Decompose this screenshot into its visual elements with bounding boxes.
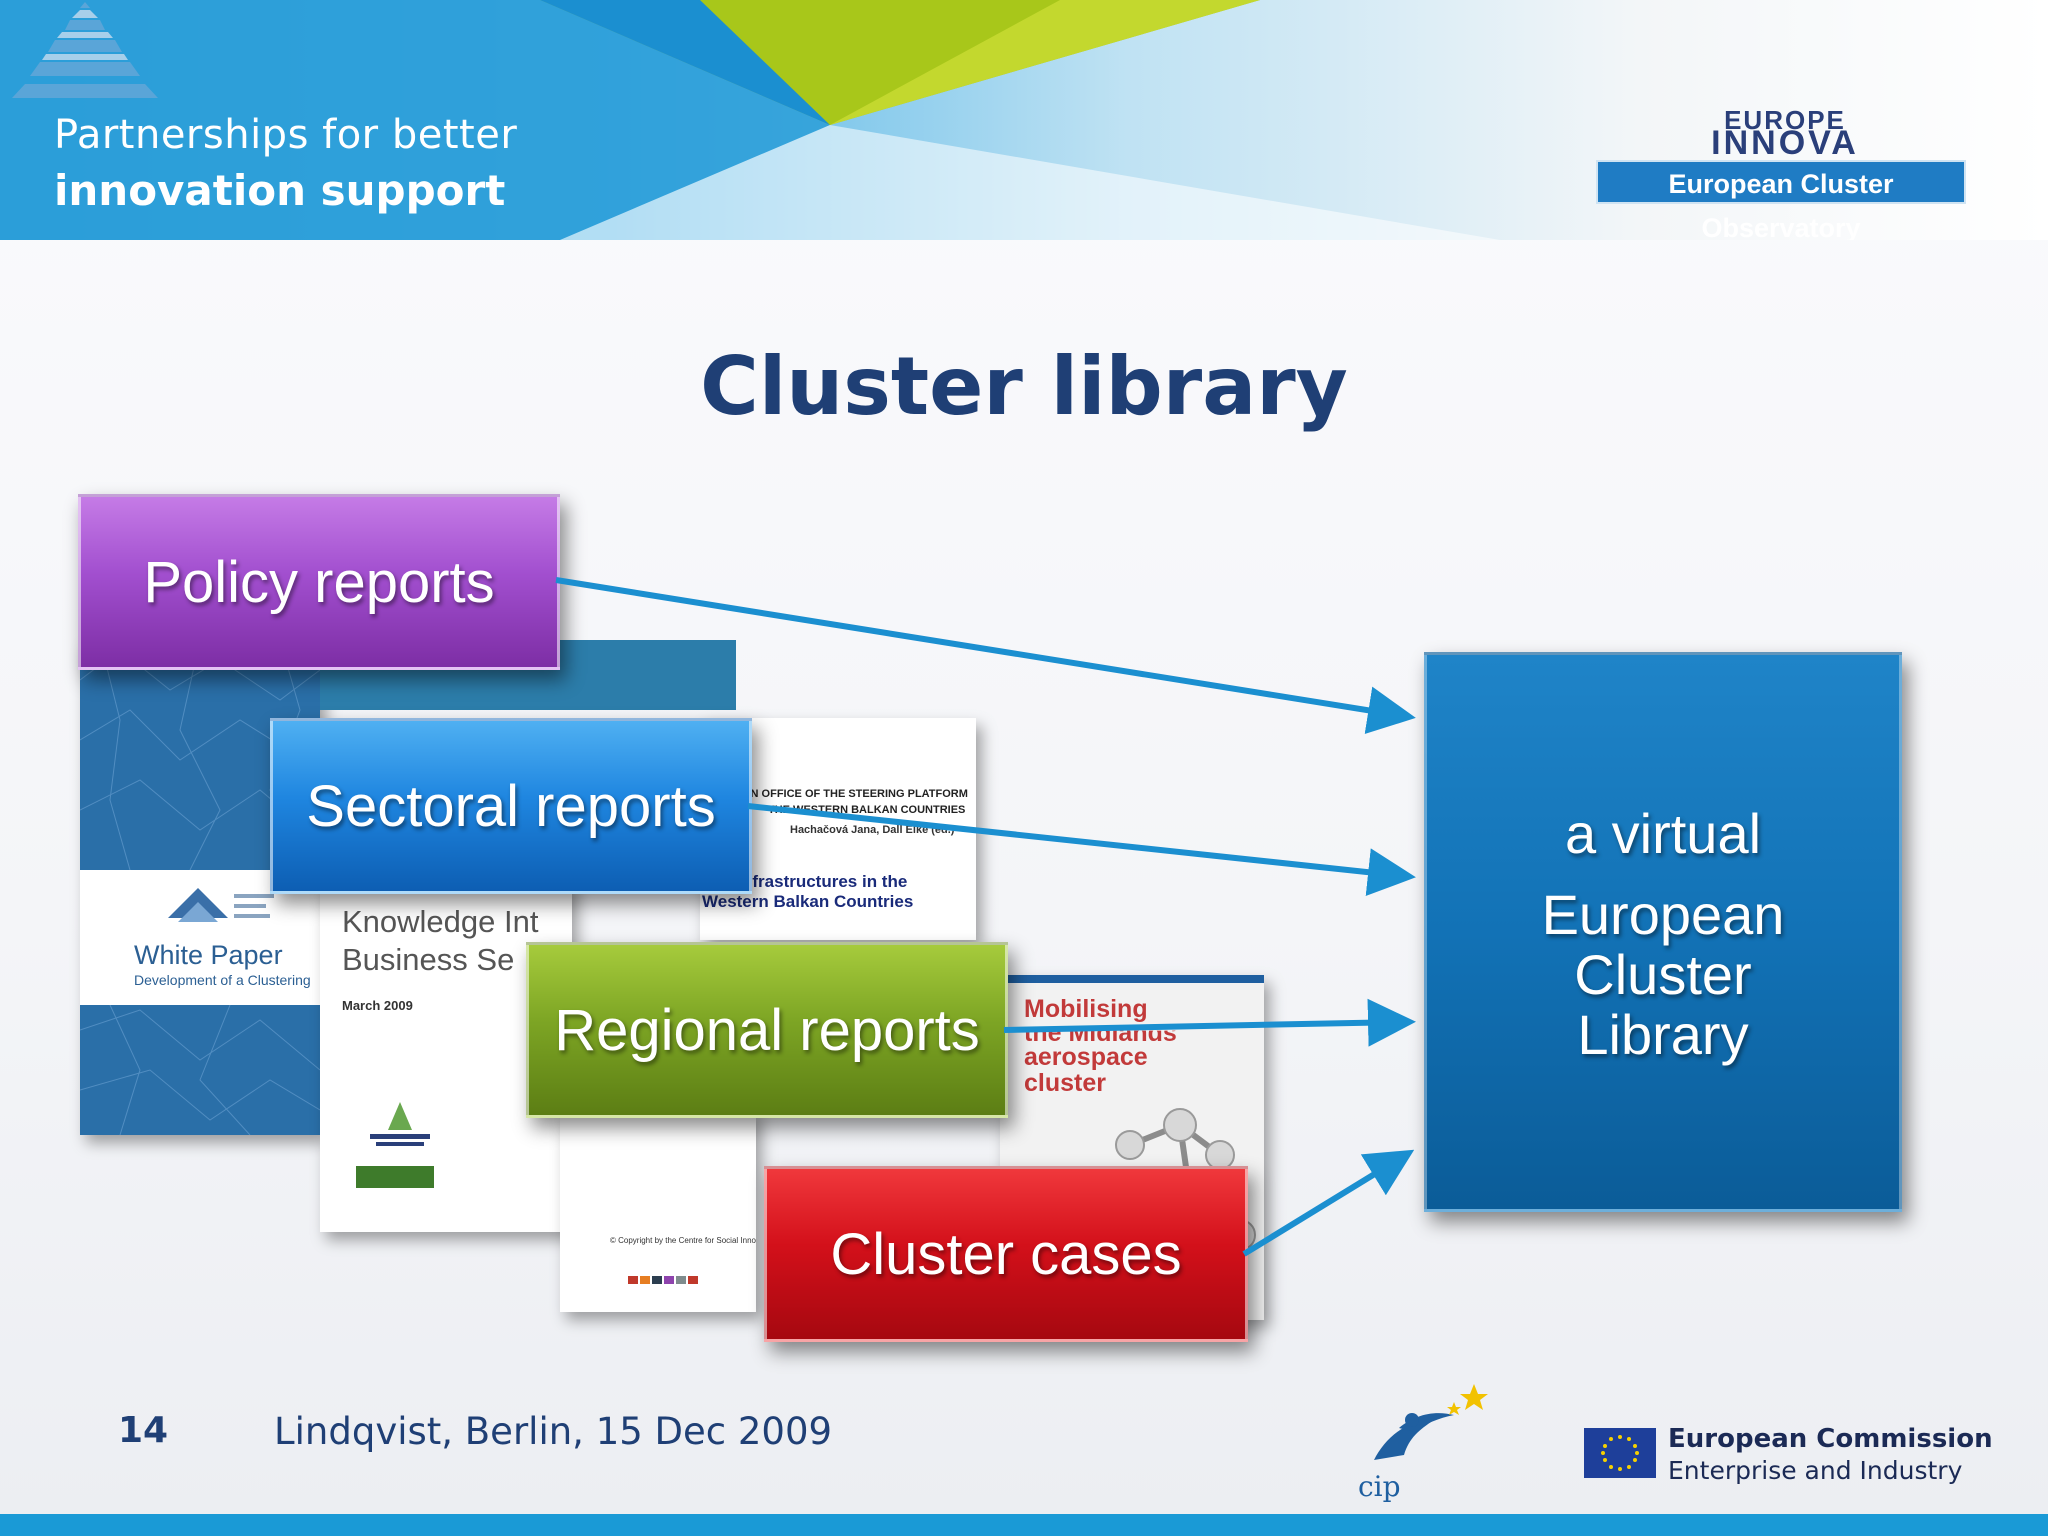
slide-title: Cluster library [700,340,1348,433]
knowledge-title-line2: Business Se [342,942,515,977]
midlands-title-line2: the Midlands [1024,1019,1177,1047]
header-banner: Partnerships for better innovation suppo… [0,0,2048,240]
balkan-title-line1: nfrastructures in the [742,872,908,891]
category-sectoral-reports: Sectoral reports [270,718,752,894]
category-regional-reports: Regional reports [526,942,1008,1118]
tagline-line1: Partnerships for better [54,112,518,158]
logo-innova-text: INNOVA [1711,124,1859,162]
europe-innova-logo-icon [12,2,158,98]
arrow-cases [1242,1149,1415,1257]
cip-label: cip [1358,1470,1401,1503]
midlands-title-line3: aerospace [1024,1043,1148,1071]
innova-small-logo-icon [370,1102,430,1146]
tagline-line2: innovation support [54,166,506,215]
virtual-library-line1: a virtual [1564,802,1762,865]
barcode-strip-icon [628,1276,698,1284]
white-paper-title: White Paper [134,940,283,970]
balkan-authors: Hachačová Jana, Dall Elke (ed.) [790,824,955,836]
page-number: 14 [118,1410,169,1451]
white-paper-logo-icon [168,888,274,922]
logo-europe-text: EUROPE [1724,105,1846,135]
virtual-library-box: a virtual European Cluster Library [1424,652,1902,1212]
midlands-top-edge [1000,975,1264,983]
balkan-header-line2: THE WESTERN BALKAN COUNTRIES [768,804,966,816]
european-commission-subtitle: Enterprise and Industry [1668,1456,1963,1485]
balkan-header-line1: ON OFFICE OF THE STEERING PLATFORM [742,788,968,800]
knowledge-title-line1: Knowledge Int [342,904,539,939]
eu-flag-icon [1584,1428,1656,1478]
category-cluster-cases: Cluster cases [764,1166,1248,1342]
knowledge-date: March 2009 [342,998,413,1013]
copyright-text: © Copyright by the Centre for Social Inn… [610,1236,756,1245]
european-commission-name: European Commission [1668,1424,1993,1454]
report-lower-page: © Copyright by the Centre for Social Inn… [560,1110,756,1312]
logo-observatory-label: European Cluster Observatory [1596,160,1966,240]
white-paper-subtitle: Development of a Clustering [134,972,311,988]
balkan-title-line2: Western Balkan Countries [702,892,914,911]
virtual-library-line2: European Cluster Library [1541,883,1785,1066]
midlands-title-line4: cluster [1024,1069,1106,1097]
bottom-accent-bar [0,1514,2048,1536]
banner-shapes [0,0,1500,240]
category-policy-reports: Policy reports [78,494,560,670]
midlands-title-line1: Mobilising [1024,995,1148,1023]
footer-author-date: Lindqvist, Berlin, 15 Dec 2009 [274,1410,833,1453]
green-badge [356,1166,434,1188]
cip-logo-icon [1374,1384,1488,1460]
